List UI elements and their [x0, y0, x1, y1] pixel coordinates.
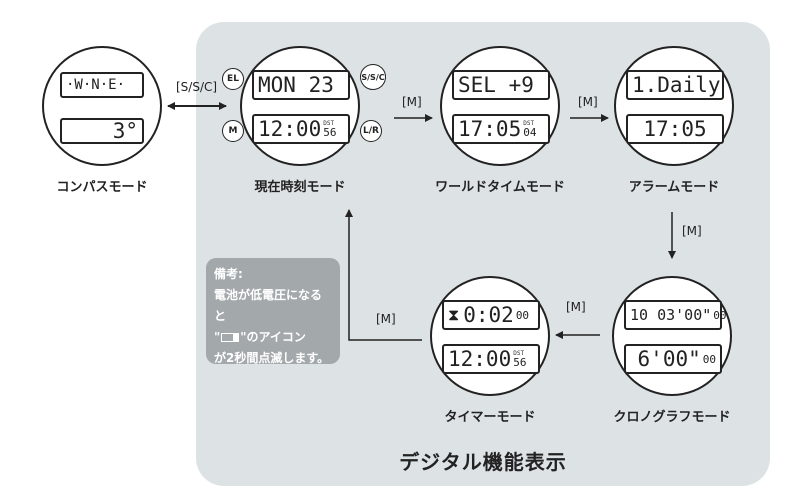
current-top-text: MON 23	[258, 73, 334, 97]
m-button[interactable]: M	[222, 120, 244, 142]
compass-top-display: ·W·N·E·	[60, 72, 144, 98]
timer-mode-label: タイマーモード	[444, 410, 536, 425]
world-dst-indicator: DST	[523, 119, 535, 127]
current-time-mode-label: 現在時刻モード	[254, 180, 346, 195]
world-top-text: SEL +9	[458, 73, 534, 97]
arrow-label-m2: [M]	[578, 95, 598, 109]
current-bottom-text: 12:00	[258, 117, 322, 141]
alarm-top-text: 1.Daily	[632, 73, 721, 97]
low-battery-icon	[221, 333, 240, 342]
chrono-top-display: 10 03'00" 00	[624, 300, 727, 330]
arrow-label-m3: [M]	[682, 224, 702, 238]
timer-top-display: ⧗ 0:02 00	[442, 300, 540, 330]
world-seconds: 04	[523, 125, 537, 139]
alarm-top-display: 1.Daily	[626, 70, 724, 100]
hourglass-icon: ⧗	[448, 305, 460, 324]
compass-mode-label: コンパスモード	[56, 180, 148, 195]
note-line1: 電池が低電圧になると	[214, 288, 323, 323]
compass-mode-watch: ·W·N·E· 3°	[42, 46, 162, 166]
chrono-top-sub: 00	[713, 308, 727, 322]
ssc-button[interactable]: S/S/C	[360, 64, 386, 90]
chronograph-mode-label: クロノグラフモード	[613, 410, 731, 425]
compass-bottom-display: 3°	[60, 118, 144, 144]
timer-top-sub: 00	[515, 308, 530, 322]
alarm-mode-watch: 1.Daily 17:05	[614, 46, 734, 166]
alarm-bottom-display: 17:05	[626, 114, 724, 144]
chrono-bottom-text: 6'00"	[637, 347, 701, 371]
timer-seconds: 56	[513, 355, 527, 369]
alarm-bottom-text: 17:05	[643, 117, 707, 141]
arrow-label-m5: [M]	[376, 312, 396, 326]
note-quote-open: "	[214, 330, 221, 344]
world-top-display: SEL +9	[452, 70, 550, 100]
note-box: 備考: 電池が低電圧になると " "のアイコン が2秒間点滅します。	[206, 258, 340, 365]
chrono-top-text: 10 03'00"	[630, 306, 712, 324]
timer-bottom-text: 12:00	[448, 347, 512, 371]
el-button[interactable]: EL	[222, 68, 244, 90]
arrow-label-m4: [M]	[566, 300, 586, 314]
arrow-timer-current	[345, 209, 422, 341]
world-bottom-text: 17:05	[458, 117, 522, 141]
timer-top-text: 0:02	[463, 303, 514, 327]
note-line3: が2秒間点滅します。	[214, 351, 330, 365]
compass-bottom-text: 3°	[112, 119, 138, 143]
chronograph-mode-watch: 10 03'00" 00 6'00" 00	[612, 276, 732, 396]
current-seconds: 56	[323, 125, 337, 139]
note-line2-text: "のアイコン	[240, 330, 306, 344]
chrono-bottom-display: 6'00" 00	[624, 344, 722, 374]
arrow-label-ssc: [S/S/C]	[176, 80, 218, 94]
note-line2: " "のアイコン	[214, 327, 332, 348]
chrono-bottom-sub: 00	[702, 352, 716, 366]
compass-top-text: ·W·N·E·	[66, 77, 126, 93]
alarm-mode-label: アラームモード	[628, 180, 720, 195]
current-dst-indicator: DST	[323, 119, 335, 127]
timer-dst-indicator: DST	[513, 349, 525, 357]
arrow-label-m1: [M]	[402, 95, 422, 109]
lr-button[interactable]: L/R	[360, 120, 382, 142]
note-heading: 備考:	[214, 267, 243, 281]
panel-title: デジタル機能表示	[399, 450, 567, 474]
world-time-mode-label: ワールドタイムモード	[435, 180, 565, 195]
current-top-display: MON 23	[252, 70, 350, 100]
